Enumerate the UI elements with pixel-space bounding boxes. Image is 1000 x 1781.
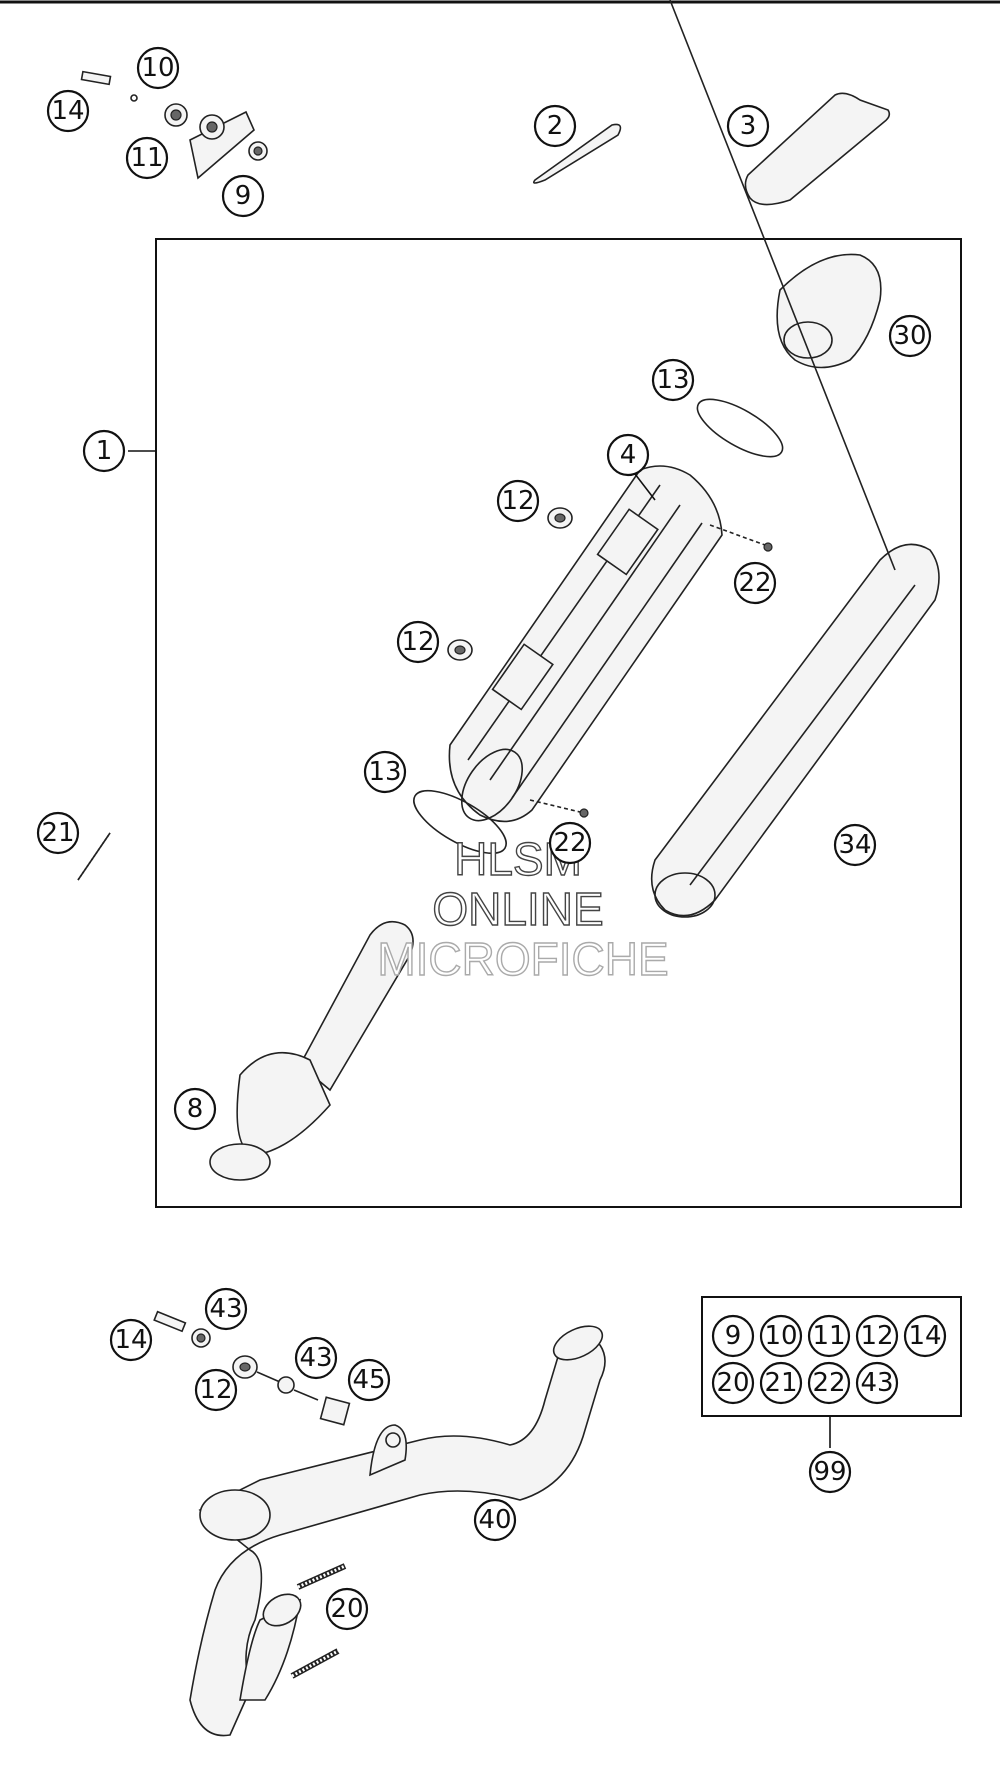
- callout-21-label: 21: [41, 818, 74, 848]
- hardware-kit-box: [701, 1296, 962, 1417]
- callout-9-top: 9: [221, 174, 265, 218]
- grommet-lower: [447, 639, 473, 661]
- watermark-line2: ONLINE: [432, 883, 603, 935]
- callout-40: 40: [473, 1498, 517, 1542]
- callout-22-b-label: 22: [553, 828, 586, 858]
- kit-callout-11: 11: [807, 1314, 851, 1358]
- callout-43-b: 43: [294, 1336, 338, 1380]
- callout-20: 20: [325, 1587, 369, 1631]
- callout-9-top-label: 9: [235, 181, 252, 211]
- callout-13-b-label: 13: [368, 757, 401, 787]
- kit-callout-43-label: 43: [860, 1368, 893, 1398]
- callout-45-label: 45: [352, 1365, 385, 1395]
- heat-shield-pad-3: [744, 92, 891, 206]
- callout-12-b: 12: [396, 620, 440, 664]
- callout-21: 21: [36, 811, 80, 855]
- heat-shield-pad-2: [532, 123, 622, 184]
- callout-12-a-label: 12: [501, 486, 534, 516]
- callout-13-b: 13: [363, 750, 407, 794]
- callout-34-label: 34: [838, 830, 871, 860]
- callout-10-top-label: 10: [141, 53, 174, 83]
- header-pipe-part: [189, 1325, 606, 1737]
- silencer-assembly-frame: [155, 238, 962, 1208]
- callout-14-top-label: 14: [51, 96, 84, 126]
- kit-callout-14: 14: [903, 1314, 947, 1358]
- screw-upper: [709, 524, 766, 546]
- bracket-hardware-top: [80, 70, 268, 180]
- callout-11-top: 11: [125, 136, 169, 180]
- watermark: HLSM ONLINE MICROFICHE: [377, 832, 670, 985]
- callout-4-label: 4: [620, 440, 637, 470]
- callout-99-label: 99: [813, 1457, 846, 1487]
- callout-20-label: 20: [330, 1594, 363, 1624]
- callout-12-b-label: 12: [401, 627, 434, 657]
- kit-callout-20: 20: [711, 1361, 755, 1405]
- kit-callout-21-label: 21: [764, 1368, 797, 1398]
- kit-callout-21: 21: [759, 1361, 803, 1405]
- callout-10-top: 10: [136, 46, 180, 90]
- kit-callout-12: 12: [855, 1314, 899, 1358]
- kit-callout-9: 9: [711, 1314, 755, 1358]
- kit-callout-10-label: 10: [764, 1321, 797, 1351]
- callout-14-bottom: 14: [109, 1318, 153, 1362]
- callout-12-bottom-label: 12: [199, 1375, 232, 1405]
- callout-8-label: 8: [187, 1094, 204, 1124]
- silencer-outer-part: [650, 0, 940, 918]
- kit-callout-9-label: 9: [725, 1321, 742, 1351]
- callout-8: 8: [173, 1087, 217, 1131]
- kit-callout-43: 43: [855, 1361, 899, 1405]
- kit-callout-22-label: 22: [812, 1368, 845, 1398]
- kit-callout-14-label: 14: [908, 1321, 941, 1351]
- kit-row-2: 20 21 22 43: [711, 1361, 899, 1405]
- callout-99: 99: [808, 1450, 852, 1494]
- spring-lower-20: [290, 1648, 340, 1679]
- watermark-line3: MICROFICHE: [377, 933, 668, 985]
- kit-callout-22: 22: [807, 1361, 851, 1405]
- callout-1-label: 1: [96, 436, 113, 466]
- kit-callout-11-label: 11: [812, 1321, 845, 1351]
- callout-12-bottom: 12: [194, 1368, 238, 1412]
- callout-22-a-label: 22: [738, 568, 771, 598]
- header-hardware: [153, 1310, 351, 1426]
- callout-12-a: 12: [496, 479, 540, 523]
- callout-14-bottom-label: 14: [114, 1325, 147, 1355]
- callout-43-b-label: 43: [299, 1343, 332, 1373]
- callout-34: 34: [833, 823, 877, 867]
- callout-2: 2: [533, 104, 577, 148]
- callout-4: 4: [606, 433, 650, 477]
- spring-left: [77, 832, 111, 881]
- gasket-lower: [413, 789, 507, 855]
- screw-lower: [529, 799, 581, 813]
- kit-callout-12-label: 12: [860, 1321, 893, 1351]
- callout-43-a-label: 43: [209, 1294, 242, 1324]
- gasket-upper: [696, 398, 784, 458]
- callout-40-label: 40: [478, 1505, 511, 1535]
- kit-callout-10: 10: [759, 1314, 803, 1358]
- callout-45: 45: [347, 1358, 391, 1402]
- callout-11-top-label: 11: [130, 143, 163, 173]
- kit-row-1: 9 10 11 12 14: [711, 1314, 947, 1358]
- callout-30-label: 30: [893, 321, 926, 351]
- callout-22-a: 22: [733, 561, 777, 605]
- callout-30: 30: [888, 314, 932, 358]
- silencer-body-part: [448, 465, 723, 823]
- callout-3-label: 3: [740, 111, 757, 141]
- callout-43-a: 43: [204, 1287, 248, 1331]
- mid-pipe-part: [209, 920, 414, 1181]
- callout-13-a-label: 13: [656, 365, 689, 395]
- kit-callout-20-label: 20: [716, 1368, 749, 1398]
- callout-14-top: 14: [46, 89, 90, 133]
- callout-13-a: 13: [651, 358, 695, 402]
- spring-upper-20: [296, 1563, 347, 1590]
- callout-22-b: 22: [548, 821, 592, 865]
- grommet-upper: [547, 507, 573, 529]
- callout-3: 3: [726, 104, 770, 148]
- callout-1: 1: [82, 429, 126, 473]
- callout-2-label: 2: [547, 111, 564, 141]
